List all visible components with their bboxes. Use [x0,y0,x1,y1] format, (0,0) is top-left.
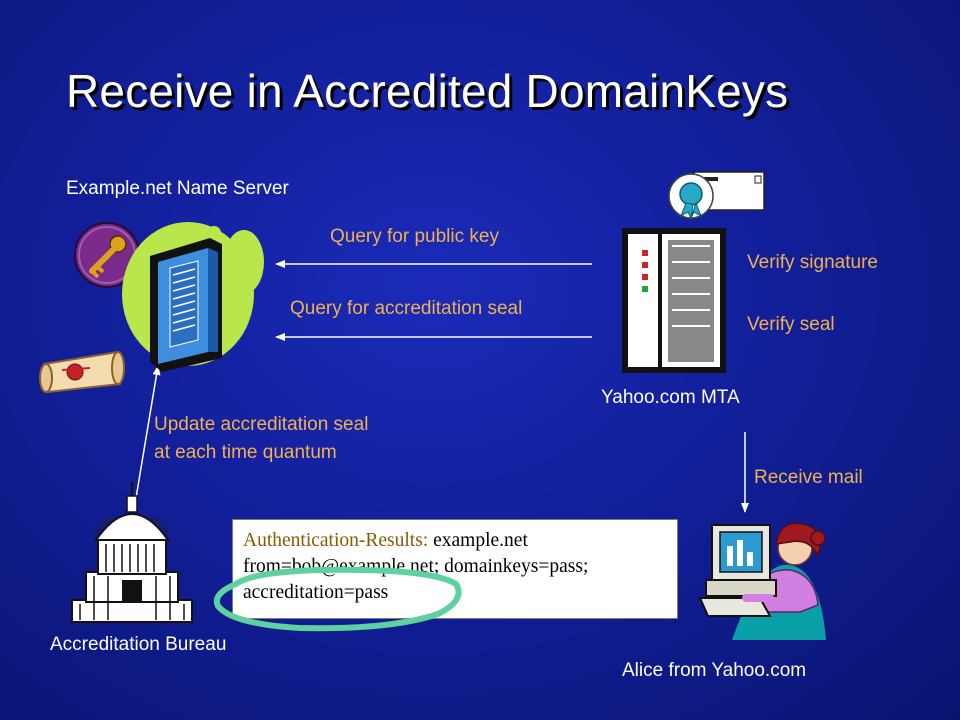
bureau-label: Accreditation Bureau [50,634,227,655]
highlight-ellipse [213,566,462,632]
user-at-computer-icon [698,522,826,640]
update-seal-arrow [135,365,161,499]
verify-signature-label: Verify signature [747,252,878,273]
update-seal-label-line1: Update accreditation seal [154,414,369,435]
auth-results-line1: Authentication-Results: example.net [243,528,667,554]
mta-label: Yahoo.com MTA [601,387,740,408]
alice-label: Alice from Yahoo.com [622,660,807,681]
query-public-key-label: Query for public key [330,226,499,247]
capitol-building-icon [71,482,193,623]
auth-results-line3: accreditation=pass [243,582,389,603]
verify-seal-label: Verify seal [747,314,835,335]
auth-results-domain: example.net [428,530,528,551]
slide-title: Receive in Accredited DomainKeys [66,65,789,117]
certificate-badge-icon [668,173,714,220]
scroll-seal-icon [39,350,125,394]
query-accreditation-seal-label: Query for accreditation seal [290,298,523,319]
update-seal-label-line2: at each time quantum [154,442,337,463]
receive-mail-label: Receive mail [754,467,863,488]
name-server-label: Example.net Name Server [66,178,289,199]
server-icon [122,222,264,372]
mta-server-icon [622,228,726,373]
auth-results-header: Authentication-Results: [243,530,429,551]
